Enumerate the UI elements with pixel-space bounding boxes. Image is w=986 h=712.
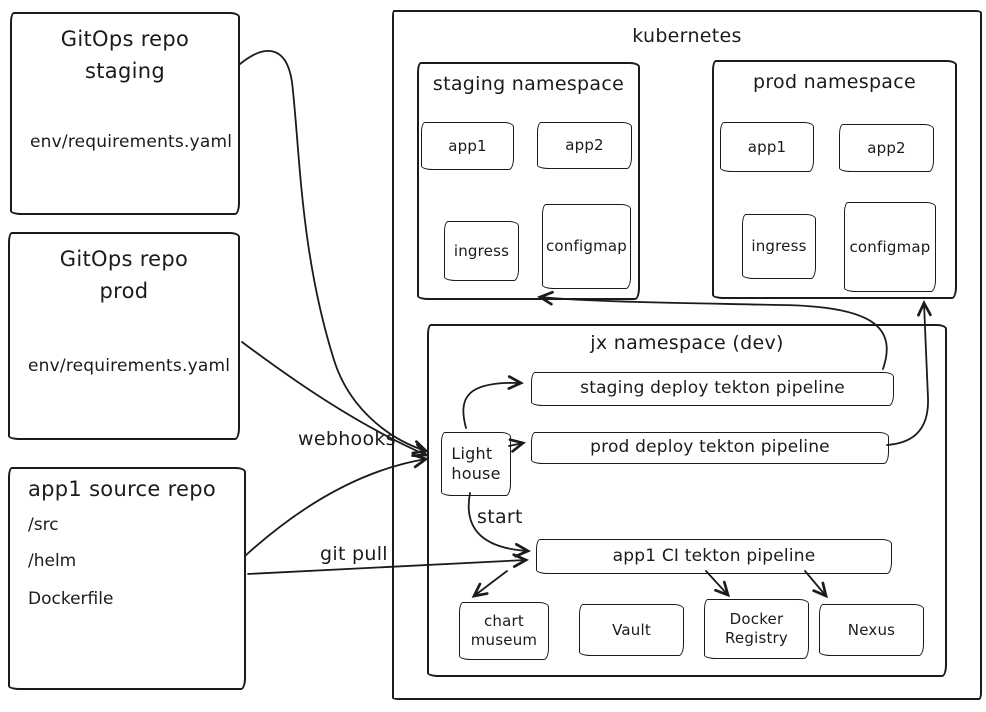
git-pull-label: git pull [320, 543, 388, 565]
jx-namespace-title: jx namespace (dev) [590, 332, 784, 354]
prod-namespace-title: prod namespace [752, 71, 916, 93]
staging-namespace-box: staging namespace app1 app2 ingress conf… [417, 62, 640, 300]
staging-deploy-pipeline-box: staging deploy tekton pipeline [531, 372, 894, 406]
prod-namespace-box: prod namespace app1 app2 ingress configm… [712, 60, 957, 299]
gitops-prod-requirements-file: env/requirements.yaml [28, 356, 231, 376]
kubernetes-cluster-box: kubernetes staging namespace app1 app2 i… [392, 10, 982, 700]
kubernetes-title: kubernetes [632, 25, 742, 47]
app-source-repo-title: app1 source repo [28, 477, 217, 501]
staging-ingress-box: ingress [444, 221, 519, 281]
prod-deploy-pipeline-box: prod deploy tekton pipeline [531, 432, 889, 464]
gitops-prod-repo-box: GitOps repo prod env/requirements.yaml [8, 232, 240, 440]
jx-namespace-box: jx namespace (dev) staging deploy tekton… [427, 324, 947, 677]
gitops-staging-repo-box: GitOps repo staging env/requirements.yam… [10, 12, 240, 215]
dockerfile-label: Dockerfile [28, 589, 114, 609]
src-folder-label: /src [28, 515, 59, 535]
app-source-repo-box: app1 source repo /src /helm Dockerfile [8, 467, 246, 690]
staging-app2-box: app2 [537, 122, 632, 169]
prod-app2-box: app2 [839, 124, 934, 172]
nexus-box: Nexus [819, 604, 924, 656]
staging-namespace-title: staging namespace [432, 73, 625, 95]
helm-folder-label: /helm [28, 551, 77, 571]
chart-museum-box: chart museum [459, 602, 549, 660]
staging-configmap-box: configmap [542, 204, 631, 289]
lighthouse-box: Light house [441, 432, 511, 496]
gitops-staging-repo-title: GitOps repo staging [60, 27, 190, 83]
prod-ingress-box: ingress [742, 214, 816, 279]
app-ci-pipeline-box: app1 CI tekton pipeline [536, 539, 892, 574]
start-label: start [477, 506, 523, 528]
staging-app1-box: app1 [421, 122, 514, 170]
webhooks-label: webhooks [298, 428, 396, 450]
gitops-prod-repo-title: GitOps repo prod [59, 247, 189, 303]
prod-configmap-box: configmap [844, 202, 936, 292]
vault-box: Vault [579, 604, 684, 656]
docker-registry-box: Docker Registry [704, 599, 809, 659]
prod-app1-box: app1 [720, 122, 814, 172]
gitops-staging-requirements-file: env/requirements.yaml [30, 132, 233, 152]
